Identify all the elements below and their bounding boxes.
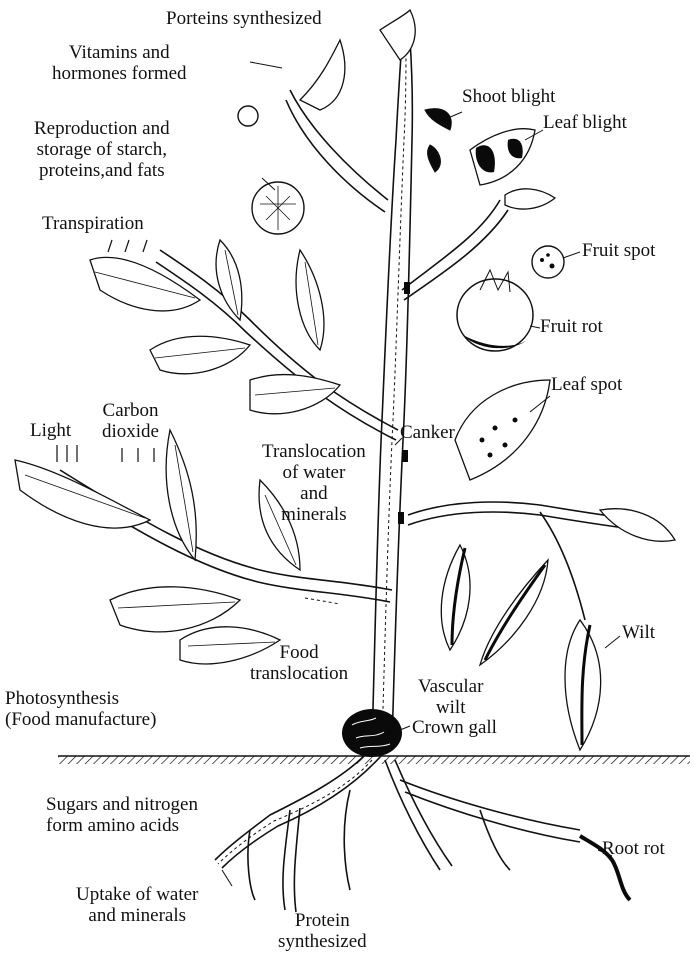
label-wilt: Wilt <box>622 622 655 643</box>
label-light: Light <box>30 420 71 441</box>
label-leaf-blight: Leaf blight <box>543 112 627 133</box>
fruit-cross-section <box>238 106 304 234</box>
label-carbon-dioxide: Carbon dioxide <box>102 400 159 442</box>
roots <box>215 755 580 912</box>
label-vascular-wilt: Vascular wilt <box>418 676 483 718</box>
label-proteins-synthesized-top: Porteins synthesized <box>166 8 322 29</box>
label-translocation-water-minerals: Translocation of water and minerals <box>262 441 366 525</box>
label-fruit-spot: Fruit spot <box>582 240 655 261</box>
label-protein-synthesized-bottom: Protein synthesized <box>278 910 367 952</box>
label-transpiration: Transpiration <box>42 213 144 234</box>
main-stem <box>372 40 412 745</box>
leaf-spot <box>455 380 550 480</box>
label-sugars-nitrogen: Sugars and nitrogen form amino acids <box>46 794 198 836</box>
label-photosynthesis: Photosynthesis (Food manufacture) <box>5 688 156 730</box>
label-leaf-spot: Leaf spot <box>551 374 622 395</box>
crown-gall <box>342 709 402 757</box>
shoot-blight <box>425 109 451 172</box>
leaf-blight <box>470 129 555 209</box>
label-vitamins-hormones: Vitamins and hormones formed <box>52 42 187 84</box>
label-uptake-water-minerals: Uptake of water and minerals <box>76 884 198 926</box>
label-fruit-rot: Fruit rot <box>540 316 603 337</box>
label-food-translocation: Food translocation <box>250 642 348 684</box>
label-root-rot: Root rot <box>602 838 665 859</box>
label-shoot-blight: Shoot blight <box>462 86 555 107</box>
label-canker: Canker <box>400 422 455 443</box>
label-crown-gall: Crown gall <box>412 717 497 738</box>
label-reproduction-storage: Reproduction and storage of starch, prot… <box>34 118 170 181</box>
fruit-spot <box>532 246 564 278</box>
fruit-rot <box>457 270 533 351</box>
left-leaves <box>15 10 415 664</box>
